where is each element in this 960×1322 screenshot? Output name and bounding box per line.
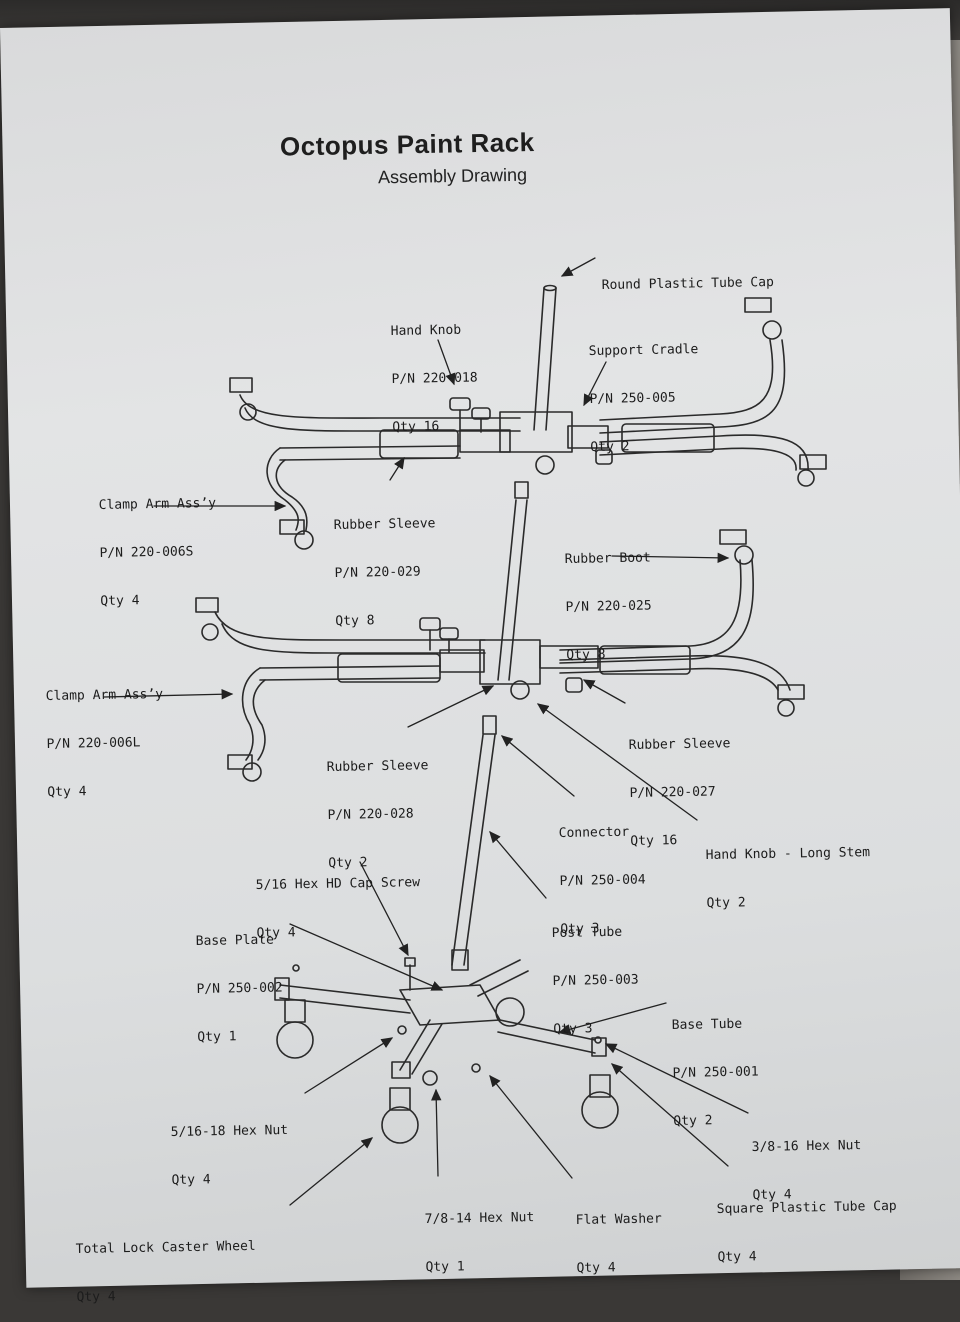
post-tube-upper	[533, 284, 557, 431]
label-hand-knob-long-stem: Hand Knob - Long Stem Qty 2	[705, 845, 871, 911]
post-tube-lower	[451, 715, 497, 971]
label-rubber-boot: Rubber Boot P/N 220-025 Qty 8	[564, 550, 652, 663]
label-rubber-sleeve-029: Rubber Sleeve P/N 220-029 Qty 8	[333, 516, 436, 629]
label-hex-nut-5-16: 5/16-18 Hex Nut Qty 4	[170, 1122, 289, 1188]
post-tube-middle	[497, 481, 529, 681]
label-hand-knob: Hand Knob P/N 220-018 Qty 16	[390, 322, 478, 435]
upper-rack	[229, 297, 827, 550]
label-flat-washer: Flat Washer Qty 4	[575, 1211, 662, 1276]
label-post-tube: Post Tube P/N 250-003 Qty 3	[551, 924, 639, 1037]
label-base-tube: Base Tube P/N 250-001 Qty 2	[671, 1016, 759, 1129]
label-clamp-arm-long: Clamp Arm Ass’y P/N 220-006L Qty 4	[45, 686, 164, 800]
lower-rack	[195, 529, 805, 782]
base-assembly	[274, 957, 619, 1144]
label-square-plastic-tube-cap: Square Plastic Tube Cap Qty 4	[716, 1198, 897, 1265]
label-clamp-arm-short: Clamp Arm Ass’y P/N 220-006S Qty 4	[98, 495, 217, 609]
label-support-cradle: Support Cradle P/N 250-005 Qty 2	[588, 342, 699, 455]
label-base-plate: Base Plate P/N 250-002 Qty 1	[195, 932, 283, 1045]
assembly-drawing	[103, 257, 827, 1206]
label-caster-wheel: Total Lock Caster Wheel Qty 4	[75, 1238, 256, 1305]
label-hex-nut-7-8: 7/8-14 Hex Nut Qty 1	[424, 1210, 535, 1275]
leader-arrows	[103, 257, 749, 1206]
label-round-plastic-tube-cap: Round Plastic Tube Cap	[601, 274, 774, 293]
